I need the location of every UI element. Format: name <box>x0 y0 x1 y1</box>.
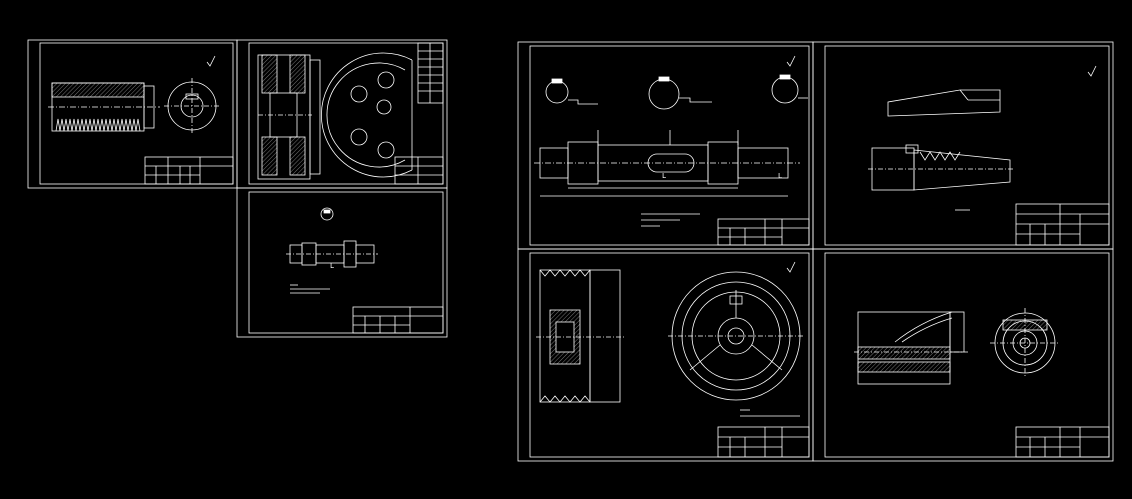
sheet-worm-gear[interactable] <box>248 42 444 185</box>
title-block <box>1015 203 1110 246</box>
worm-shaft-end-view <box>164 78 220 134</box>
title-block <box>1015 426 1110 458</box>
dimension-label: L <box>662 172 666 180</box>
left-sheet-group <box>27 39 448 338</box>
sleeve-section-view <box>854 311 968 385</box>
sleeve-end-view <box>990 308 1060 378</box>
dimension-label: L <box>330 262 334 270</box>
title-block <box>352 306 444 334</box>
worm-shaft-view <box>48 82 160 132</box>
sheet-tapered-part[interactable] <box>824 45 1110 246</box>
pulley-front-view <box>668 271 804 401</box>
sheet-main-shaft[interactable] <box>529 45 810 246</box>
technical-notes <box>641 213 700 227</box>
technical-notes <box>740 409 800 417</box>
shaft-cross-sections <box>545 74 808 110</box>
right-sheet-group <box>517 41 1114 462</box>
dimension-labels: L L L <box>330 172 782 270</box>
title-block <box>717 218 810 246</box>
title-block <box>394 156 444 185</box>
surface-finish-symbol <box>786 261 796 273</box>
surface-finish-symbol <box>1087 65 1097 77</box>
surface-finish-symbol <box>206 55 216 67</box>
small-shaft-view <box>286 207 378 268</box>
worm-gear-section-view <box>257 54 321 180</box>
title-block <box>144 156 234 185</box>
surface-finish-symbol <box>786 55 796 67</box>
tapered-part-side-view <box>868 144 1014 191</box>
dimension-label: L <box>778 172 782 180</box>
pulley-section-view <box>536 269 626 403</box>
title-block <box>717 426 810 458</box>
main-shaft-view <box>534 130 800 197</box>
sheet-sleeve[interactable] <box>824 252 1110 458</box>
tapered-part-top-view <box>887 89 1001 117</box>
technical-notes <box>290 284 330 294</box>
sheet-small-shaft[interactable] <box>248 191 444 334</box>
sheet-pulley[interactable] <box>529 252 810 458</box>
sheet-worm-shaft[interactable] <box>39 42 234 185</box>
gear-parameter-table <box>417 42 444 104</box>
worm-gear-front-view <box>321 52 413 178</box>
